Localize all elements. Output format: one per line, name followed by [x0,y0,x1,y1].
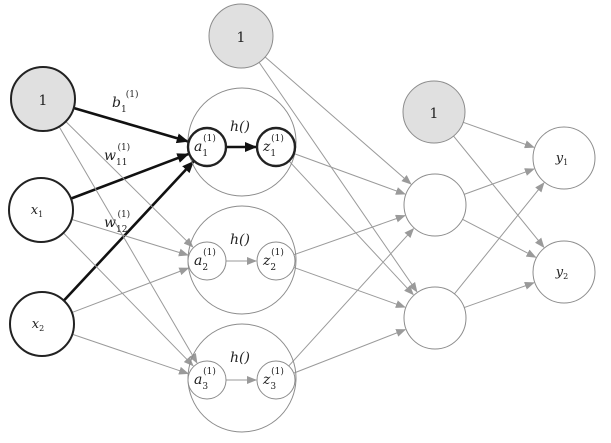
weight-labels: b1(1) w11(1) w12(1) [104,89,138,235]
edge-b0-a3 [58,126,198,364]
a2-node [187,241,227,281]
edge-z2-h2 [293,266,406,308]
activation-labels: h() h() h() [230,119,250,366]
a3-node [187,360,227,400]
edge-z1-h2 [288,160,414,296]
activation-label-3: h() [230,350,250,366]
edge-x1-to-a1 [70,152,190,200]
edge-x2-a2 [71,267,190,314]
weight-label-w12: w12(1) [104,209,130,235]
activation-label-2: h() [230,232,250,248]
edge-h2-y2 [464,282,535,309]
output-label-y1: y1 [555,151,568,167]
input-bias-node [10,66,76,132]
edge-z1-h1 [293,153,406,195]
weight-label-w11: w11(1) [104,142,130,168]
activation-label-1: h() [230,119,250,135]
z1-label: z1(1) [262,133,284,159]
a1-node [186,126,228,168]
edge-bias-to-a1 [73,106,189,144]
layer2-node-1 [403,173,467,237]
a3-label: a3(1) [194,366,216,392]
input-layer: 1 x1 x2 [8,66,76,357]
hidden-layer-1: a1(1) z1(1) a2(1) z2(1) a3(1) z3(1) [186,126,297,400]
edge-z3-h2 [293,329,407,374]
output-label-y2: y2 [555,265,568,281]
a1-label: a1(1) [194,133,216,159]
edge-x1-a2 [71,218,189,257]
input-bias-label: 1 [39,93,48,109]
output-node-y1 [532,126,596,190]
z2-node [256,241,296,281]
input-node-x2 [9,291,75,357]
layer3-bias-label: 1 [430,106,439,122]
edge-b1-h1 [264,56,412,185]
edges-group [58,56,545,384]
z3-label: z3(1) [262,366,284,392]
input-node-x1 [8,177,74,243]
layer2-node-2 [403,286,467,350]
edge-z3-h1 [288,227,415,367]
z2-label: z2(1) [262,247,284,273]
a2-label: a2(1) [194,247,216,273]
edge-x2-to-a1 [62,160,195,302]
edge-h2-y1 [454,182,545,295]
z1-node [255,126,297,168]
layer3-bias-node [402,80,466,144]
edge-h1-y1 [463,168,535,195]
edge-z2-h1 [293,214,406,256]
edge-x1-a3 [62,232,194,367]
input-label-x1: x1 [31,203,43,219]
layer2-bias-label: 1 [237,30,246,46]
edge-x2-a3 [72,333,190,375]
edge-b0-a2 [65,121,194,248]
output-node-y2 [532,240,596,304]
layer2-bias-node [208,3,274,69]
z3-node [256,360,296,400]
output-layer: 1 y1 y2 [402,80,596,304]
input-label-x2: x2 [32,317,44,333]
hidden-layer-2: 1 [208,3,467,350]
weight-label-b1: b1(1) [112,89,138,115]
edge-b2-y1 [463,121,535,149]
edge-b2-y2 [453,135,545,248]
